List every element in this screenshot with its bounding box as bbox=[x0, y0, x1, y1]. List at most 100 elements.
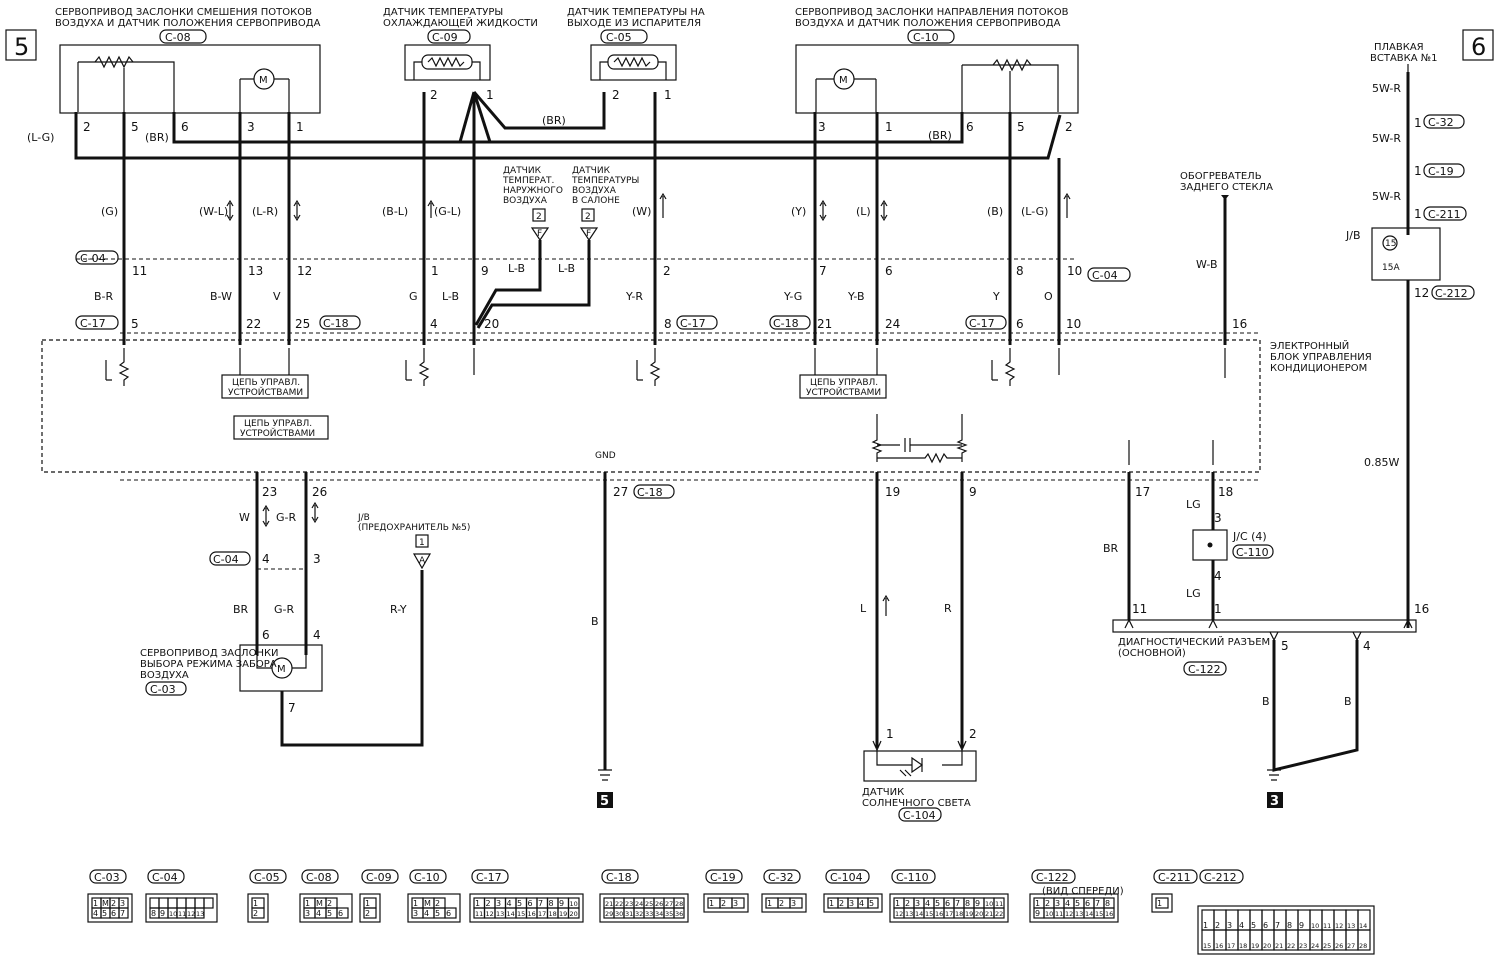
legend-pin: 7 bbox=[955, 899, 960, 908]
wire-label-y-r: Y-R bbox=[625, 290, 643, 303]
diag-connector: C-122 bbox=[1188, 663, 1221, 676]
ecu-ctrl2-line2: УСТРОЙСТВАМИ bbox=[806, 386, 881, 398]
evap-sensor-connector: C-05 bbox=[606, 31, 632, 44]
legend-pin: 11 bbox=[995, 900, 1003, 908]
wire-label-o: O bbox=[1044, 290, 1053, 303]
outside-sensor-line2: ТЕМПЕРАТ. bbox=[502, 176, 554, 186]
legend-pin: 9 bbox=[559, 899, 564, 908]
c04-pin-9: 9 bbox=[481, 264, 489, 278]
page-marker-left: 5 bbox=[14, 33, 29, 61]
sun-pin-2: 2 bbox=[969, 727, 977, 741]
bottom-pin-26: 26 bbox=[312, 485, 327, 499]
legend-pin: 13 bbox=[1347, 922, 1355, 930]
legend-pin: 2 bbox=[1215, 921, 1220, 930]
lower-br: BR bbox=[233, 603, 249, 616]
legend-pin: 28 bbox=[675, 900, 683, 908]
jc-pin-4: 4 bbox=[1214, 569, 1222, 583]
legend-pin: 4 bbox=[925, 899, 930, 908]
legend-pin: 14 bbox=[1359, 922, 1367, 930]
legend-pin: 4 bbox=[424, 909, 429, 918]
legend-pin: 21 bbox=[985, 910, 993, 918]
fuse-c32: C-32 bbox=[1428, 116, 1454, 129]
legend-pin: 18 bbox=[549, 910, 557, 918]
lower-c04: C-04 bbox=[213, 553, 239, 566]
legend-pin: 3 bbox=[791, 899, 796, 908]
intake-servo-line2: ВЫБОРА РЕЖИМА ЗАБОРА bbox=[140, 659, 277, 670]
svg-text:M: M bbox=[839, 75, 848, 86]
jb5-line1: J/B bbox=[357, 513, 370, 523]
lower-gr: G-R bbox=[276, 511, 296, 524]
lower-pin-6: 6 bbox=[262, 628, 270, 642]
legend-pin: 27 bbox=[665, 900, 673, 908]
legend-pin: 15 bbox=[925, 910, 933, 918]
legend-pin: 34 bbox=[655, 910, 663, 918]
bottom-pin-19: 19 bbox=[885, 485, 900, 499]
direction-servo-connector: C-10 bbox=[913, 31, 939, 44]
outside-sensor-pin: F bbox=[537, 229, 542, 239]
jc-connector: C-110 bbox=[1236, 546, 1269, 559]
legend-pin: 10 bbox=[1311, 922, 1319, 930]
wire-label-y-g: Y-G bbox=[783, 290, 802, 303]
wire-label-y-: Y bbox=[992, 290, 1000, 303]
legend-pin: 10 bbox=[1045, 910, 1053, 918]
legend-pin: 2 bbox=[486, 899, 491, 908]
wire-label-w: (W) bbox=[632, 205, 651, 218]
jb-fuse-no: 15 bbox=[1385, 239, 1396, 249]
jb-label: J/B bbox=[1345, 229, 1361, 242]
legend-pin: 3 bbox=[496, 899, 501, 908]
legend-pin: 14 bbox=[915, 910, 923, 918]
legend-pin: 2 bbox=[721, 899, 726, 908]
legend-pin: 10 bbox=[985, 900, 993, 908]
legend-pin: 1 bbox=[305, 899, 310, 908]
cabin-sensor-line2: ТЕМПЕРАТУРЫ bbox=[571, 176, 639, 186]
wire-label-y-b: Y-B bbox=[847, 290, 865, 303]
legend-pin: 2 bbox=[253, 909, 258, 918]
legend-pin: 2 bbox=[839, 899, 844, 908]
fuse-wire-1: 5W-R bbox=[1372, 82, 1401, 95]
legend-id: C-18 bbox=[606, 871, 632, 884]
ecu-pin-25: 25 bbox=[295, 317, 310, 331]
jb-fuse-amp: 15A bbox=[1382, 263, 1400, 273]
c10-pin-5: 5 bbox=[1017, 120, 1025, 134]
legend-pin: 17 bbox=[945, 910, 953, 918]
outside-sensor-tag: 2 bbox=[536, 212, 542, 222]
legend-pin: 1 bbox=[1035, 899, 1040, 908]
legend-pin: 2 bbox=[779, 899, 784, 908]
diag-b2: B bbox=[1344, 695, 1352, 708]
diag-pin-16: 16 bbox=[1414, 602, 1429, 616]
legend-pin: 15 bbox=[517, 910, 525, 918]
legend-pin: 27 bbox=[1347, 942, 1355, 950]
ecu-ctrl3-line1: ЦЕПЬ УПРАВЛ. bbox=[244, 419, 312, 429]
bottom-pin-27: 27 bbox=[613, 485, 628, 499]
legend-pin: 5 bbox=[327, 909, 332, 918]
fuse-pin-1c: 1 bbox=[1414, 207, 1422, 221]
direction-servo-title-1: СЕРВОПРИВОД ЗАСЛОНКИ НАПРАВЛЕНИЯ ПОТОКОВ bbox=[795, 7, 1069, 18]
legend-pin: 16 bbox=[935, 910, 943, 918]
c09-pin-2: 2 bbox=[430, 88, 438, 102]
legend-pin: 23 bbox=[625, 900, 633, 908]
legend-pin: 8 bbox=[549, 899, 554, 908]
legend-pin: 4 bbox=[1239, 921, 1244, 930]
legend-pin: 5 bbox=[1075, 899, 1080, 908]
legend-pin: 33 bbox=[645, 910, 653, 918]
legend-pin: 3 bbox=[413, 909, 418, 918]
c08-pin-5: 5 bbox=[131, 120, 139, 134]
c04-row-connector-right: C-04 bbox=[1092, 269, 1118, 282]
ecu-pin-20: 20 bbox=[484, 317, 499, 331]
legend-pin: 7 bbox=[1095, 899, 1100, 908]
legend-pin: 25 bbox=[645, 900, 653, 908]
fuse-c19: C-19 bbox=[1428, 165, 1454, 178]
wire-label-b-w: B-W bbox=[210, 290, 232, 303]
legend-pin: M bbox=[316, 899, 323, 908]
bottom-pin-23: 23 bbox=[262, 485, 277, 499]
lower-lg: LG bbox=[1186, 498, 1201, 511]
c04-pin-2: 2 bbox=[663, 264, 671, 278]
legend-pin: 36 bbox=[675, 910, 683, 918]
wire-label-bl: (B-L) bbox=[382, 205, 408, 218]
legend-pin: 24 bbox=[635, 900, 643, 908]
ecu-ctrl1-line1: ЦЕПЬ УПРАВЛ. bbox=[232, 378, 300, 388]
